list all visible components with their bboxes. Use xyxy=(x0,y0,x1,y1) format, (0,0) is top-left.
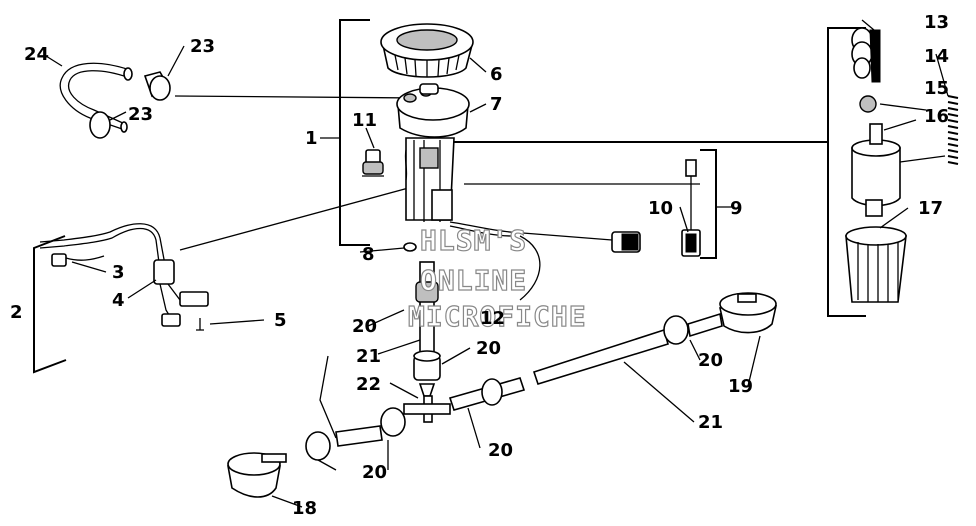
callout-17: 17 xyxy=(918,198,943,219)
watermark-line-3: MICROFICHE xyxy=(408,300,587,333)
callout-21-a: 21 xyxy=(356,346,381,367)
callout-24: 24 xyxy=(24,44,49,65)
leader-12 xyxy=(519,235,541,301)
lock-ring-6 xyxy=(380,23,474,78)
hose-21-left xyxy=(335,425,383,447)
washer-8 xyxy=(403,242,417,252)
callout-14: 14 xyxy=(924,46,949,67)
grommet-20-b xyxy=(380,407,406,437)
bracket-2 xyxy=(33,235,67,374)
fuel-cap-18 xyxy=(227,452,287,498)
fuel-hose-24 xyxy=(59,62,171,139)
grommet-20-a xyxy=(413,350,441,381)
bracket-right xyxy=(827,27,866,317)
leader-harness xyxy=(179,179,439,251)
callout-20-d: 20 xyxy=(362,462,387,483)
hose-21-vertical xyxy=(415,261,439,371)
callout-1: 1 xyxy=(305,128,318,149)
connector-12 xyxy=(611,231,641,253)
sender-10 xyxy=(681,159,701,257)
hose-21-right xyxy=(448,312,723,411)
spring-14 xyxy=(947,95,959,165)
wire-12b xyxy=(449,225,513,237)
callout-3: 3 xyxy=(112,262,125,283)
wire-12 xyxy=(449,221,613,241)
leader-lines xyxy=(45,19,949,508)
filter-17 xyxy=(845,226,907,303)
callout-23-bottom: 23 xyxy=(128,104,153,125)
seal-15 xyxy=(859,95,877,113)
fuel-pump-module-7 xyxy=(396,83,470,222)
bracket-1 xyxy=(339,19,370,246)
callout-23-top: 23 xyxy=(190,36,215,57)
fuel-cap-19 xyxy=(719,292,778,334)
watermark-line-1: HLSM'S xyxy=(420,224,527,257)
callout-20-a: 20 xyxy=(352,316,377,337)
tee-fitting-22 xyxy=(403,383,451,423)
callout-7: 7 xyxy=(490,94,503,115)
callout-5: 5 xyxy=(274,310,287,331)
callout-13: 13 xyxy=(924,12,949,33)
callout-12: 12 xyxy=(480,308,505,329)
callout-18: 18 xyxy=(292,498,317,519)
callout-6: 6 xyxy=(490,64,503,85)
spring-13 xyxy=(851,27,881,83)
callout-4: 4 xyxy=(112,290,125,311)
callout-15: 15 xyxy=(924,78,949,99)
fuel-pump-16 xyxy=(851,123,901,217)
bracket-9 xyxy=(700,149,717,259)
callout-20-b: 20 xyxy=(476,338,501,359)
leader-14 xyxy=(899,155,946,163)
callout-22: 22 xyxy=(356,374,381,395)
callout-11: 11 xyxy=(352,110,377,131)
callout-10: 10 xyxy=(648,198,673,219)
fitting-11 xyxy=(362,149,384,177)
callout-20-c: 20 xyxy=(488,440,513,461)
leader-hose-24 xyxy=(174,95,421,99)
callout-16: 16 xyxy=(924,106,949,127)
callout-9: 9 xyxy=(730,198,743,219)
callout-8: 8 xyxy=(362,244,375,265)
watermark-line-2: ONLINE xyxy=(420,264,527,297)
callout-19: 19 xyxy=(728,376,753,397)
wire-harness-2 xyxy=(39,223,209,331)
grommet-20-c xyxy=(305,431,331,461)
callout-21-b: 21 xyxy=(698,412,723,433)
callout-2: 2 xyxy=(10,302,23,323)
callout-20-e: 20 xyxy=(698,350,723,371)
